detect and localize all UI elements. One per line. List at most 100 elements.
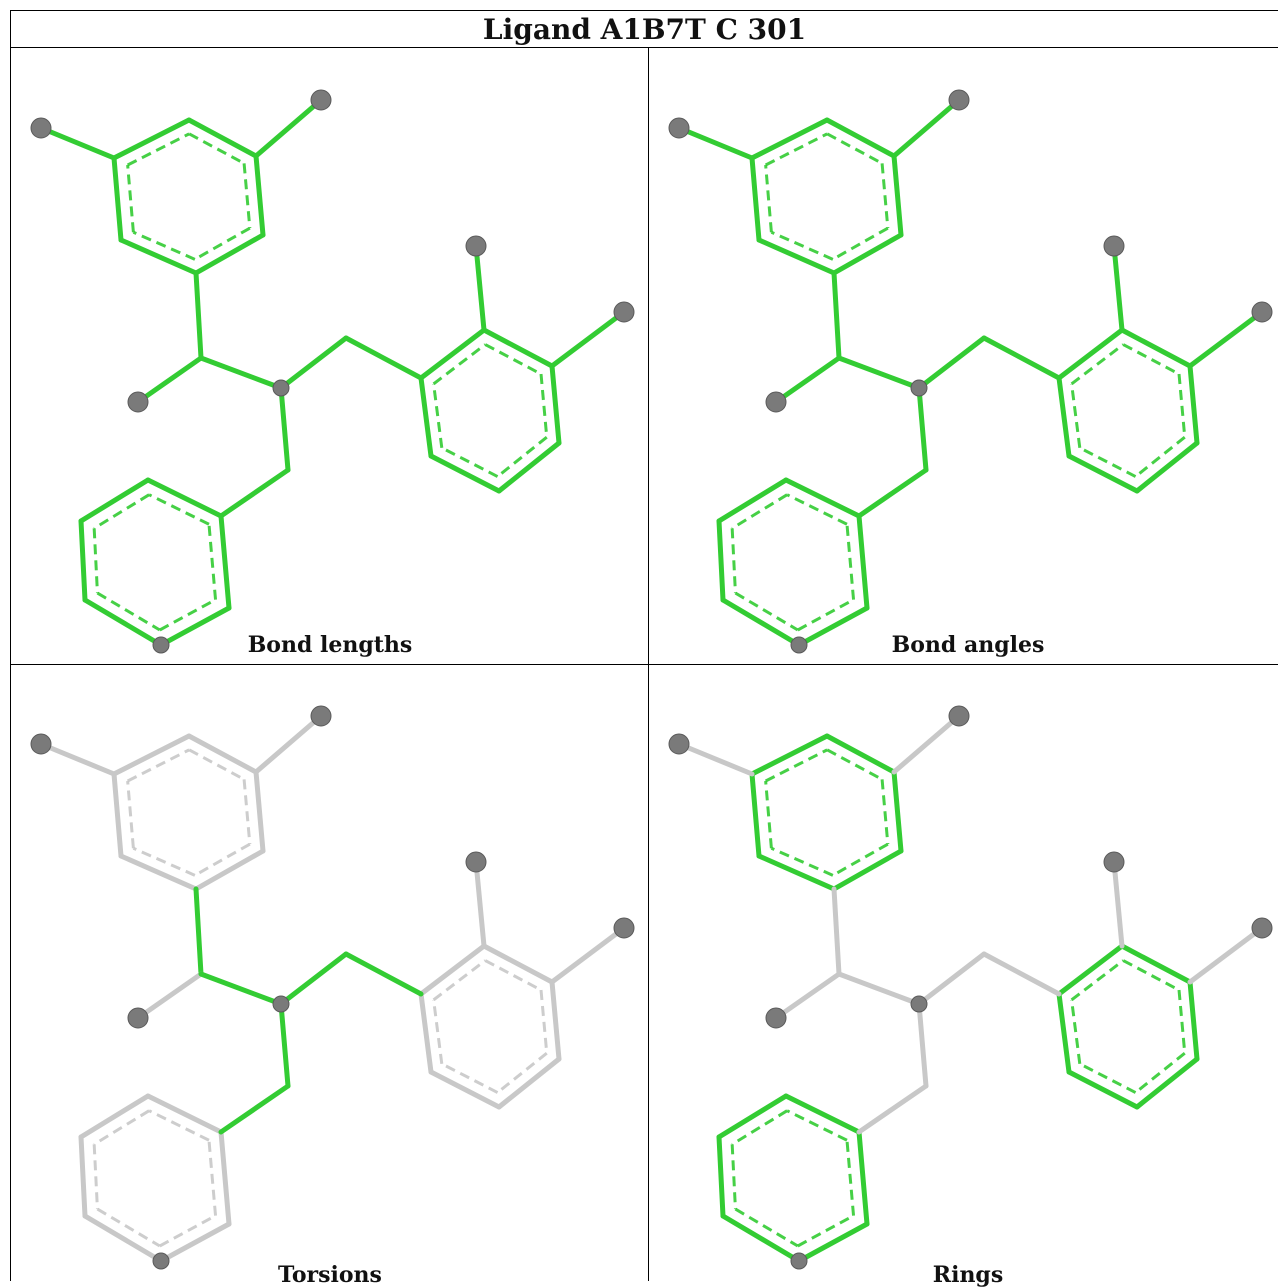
- aromatic-dash: [1070, 959, 1125, 1002]
- ring-bond: [749, 117, 830, 161]
- molecule-diagram-bond-angles: [668, 89, 1273, 654]
- bond: [856, 1083, 929, 1135]
- aromatic-dash: [1070, 999, 1082, 1065]
- ring-bond: [158, 605, 232, 648]
- ring-bond: [824, 117, 897, 159]
- atom-sphere: [1103, 235, 1125, 257]
- ring-bond: [891, 769, 904, 854]
- atom-sphere: [613, 917, 635, 939]
- aromatic-dash: [484, 343, 542, 376]
- atom-sphere: [310, 89, 332, 111]
- ring-bond: [856, 513, 870, 611]
- molecule-diagram-torsions: [30, 705, 635, 1270]
- atom-sphere: [272, 379, 290, 397]
- bond: [836, 971, 922, 1007]
- aromatic-dash: [126, 132, 190, 167]
- aromatic-dash: [1079, 1062, 1137, 1094]
- ring-bond: [796, 605, 870, 648]
- aromatic-dash: [764, 132, 828, 167]
- aromatic-dash: [432, 343, 487, 386]
- bond: [916, 385, 929, 473]
- ring-bond: [549, 363, 562, 446]
- ring-bond: [158, 1221, 232, 1264]
- aromatic-dash: [126, 780, 135, 849]
- aromatic-dash: [880, 163, 890, 229]
- atom-sphere: [668, 117, 690, 139]
- ring-bond: [720, 597, 802, 648]
- bond: [831, 886, 842, 977]
- bond: [218, 467, 291, 519]
- atom-sphere: [1251, 301, 1273, 323]
- aromatic-dash: [1122, 343, 1180, 376]
- bond: [676, 741, 755, 777]
- bond: [891, 97, 962, 159]
- ring-bond: [1119, 943, 1193, 985]
- bond: [916, 951, 987, 1007]
- bond: [218, 1083, 291, 1135]
- ring-bond: [218, 1129, 232, 1227]
- aromatic-dash: [242, 779, 252, 845]
- aromatic-dash: [93, 1109, 150, 1146]
- atom-sphere: [127, 1007, 149, 1029]
- bond: [198, 355, 284, 391]
- ring-bond: [1187, 363, 1200, 446]
- ring-bond: [756, 237, 837, 276]
- aromatic-dash: [93, 493, 150, 530]
- bond: [253, 97, 324, 159]
- bond: [278, 385, 291, 473]
- bond: [831, 270, 842, 361]
- atom-sphere: [765, 1007, 787, 1029]
- ring-bond: [831, 232, 904, 276]
- aromatic-dash: [764, 780, 773, 849]
- aromatic-dash: [148, 493, 210, 526]
- ring-bond: [783, 1093, 862, 1135]
- aromatic-dash: [1134, 436, 1186, 478]
- aromatic-dash: [731, 493, 788, 530]
- panel-torsions: Torsions: [10, 664, 649, 1288]
- atom-sphere: [948, 89, 970, 111]
- bond: [278, 951, 349, 1007]
- ring-bond: [82, 597, 164, 648]
- ring-bond: [1187, 979, 1200, 1062]
- aromatic-dash: [432, 383, 444, 449]
- atom-sphere: [765, 391, 787, 413]
- bond: [981, 335, 1062, 381]
- aromatic-dash: [880, 779, 890, 845]
- aromatic-dash: [92, 528, 99, 594]
- ring-bond: [78, 1093, 151, 1140]
- aromatic-dash: [432, 959, 487, 1002]
- aromatic-dash: [148, 1109, 210, 1142]
- aromatic-dash: [770, 230, 834, 261]
- ring-bond: [756, 853, 837, 892]
- atom-sphere: [465, 235, 487, 257]
- aromatic-dash: [730, 1144, 737, 1210]
- bond: [278, 1001, 291, 1089]
- atom-sphere: [910, 995, 928, 1013]
- bond: [1111, 243, 1125, 333]
- aromatic-dash: [539, 373, 549, 438]
- aromatic-dash: [132, 846, 196, 877]
- aromatic-dash: [826, 748, 883, 781]
- bond: [676, 125, 755, 161]
- ring-bond: [118, 853, 199, 892]
- aromatic-dash: [126, 164, 135, 233]
- aromatic-dash: [159, 598, 217, 632]
- ring-bond: [1066, 1069, 1140, 1110]
- aromatic-dash: [1070, 383, 1082, 449]
- ring-bond: [111, 733, 192, 777]
- molecule-diagram-rings: [668, 705, 1273, 1270]
- ring-bond: [831, 848, 904, 892]
- ring-bond: [218, 513, 232, 611]
- ring-bond: [118, 237, 199, 276]
- aromatic-dash: [1079, 446, 1137, 478]
- aromatic-dash: [194, 226, 251, 261]
- bond: [38, 125, 117, 161]
- bond: [1187, 925, 1265, 985]
- aromatic-dash: [242, 163, 252, 229]
- aromatic-dash: [207, 1140, 218, 1216]
- ring-bond: [418, 943, 487, 997]
- figure-title: Ligand A1B7T C 301: [10, 10, 1278, 48]
- bond: [916, 1001, 929, 1089]
- bond: [135, 355, 204, 405]
- ring-bond: [716, 518, 726, 603]
